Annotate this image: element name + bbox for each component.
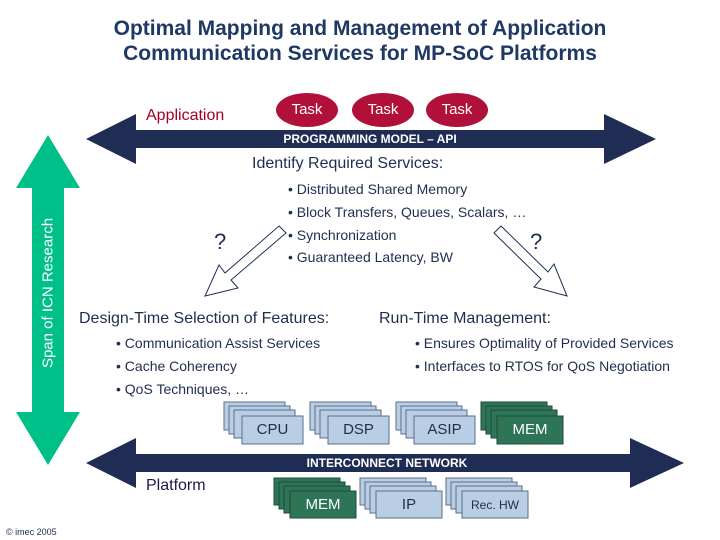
span-of-research-arrow [16,135,80,465]
programming-model-arrow [86,114,656,164]
mem-label-lower: MEM [305,496,341,513]
task-ellipse-3 [426,93,488,127]
asip-label: ASIP [427,421,462,438]
identify-bullet-1: • Distributed Shared Memory [288,181,468,197]
dsp-label: DSP [343,421,374,438]
asip-block-stack [395,401,476,445]
mem-block-stack-lower [273,477,357,519]
run-time-bullet-2: • Interfaces to RTOS for QoS Negotiation [415,358,670,374]
cpu-block-stack [223,401,304,445]
task-label-3: Task [441,101,473,118]
design-time-bullet-3: • QoS Techniques, … [116,381,250,397]
run-time-heading: Run-Time Management: [379,310,551,327]
design-time-heading: Design-Time Selection of Features: [79,310,330,327]
rec-hw-block-stack [445,477,529,519]
mem-label-upper: MEM [512,421,548,438]
platform-label: Platform [146,477,206,494]
question-mark-left: ? [214,229,227,254]
run-time-arrow [493,225,568,297]
rec-hw-label: Rec. HW [471,498,519,512]
copyright: © imec 2005 [6,527,57,537]
identify-bullet-3: • Synchronization [288,227,397,243]
design-time-bullet-1: • Communication Assist Services [116,335,321,351]
dsp-block-stack [309,401,390,445]
mem-block-stack-upper [480,401,564,445]
cpu-label: CPU [256,421,289,438]
application-label: Application [146,107,225,124]
interconnect-label: INTERCONNECT NETWORK [306,456,468,470]
task-label-2: Task [367,101,399,118]
ip-label: IP [401,496,417,513]
design-time-bullet-2: • Cache Coherency [116,358,237,374]
task-ellipse-1 [276,93,338,127]
ip-block-stack [359,477,443,519]
identify-bullet-4: • Guaranteed Latency, BW [288,249,453,265]
question-mark-right: ? [530,229,543,254]
identify-heading: Identify Required Services: [252,155,444,172]
title-line-1: Optimal Mapping and Management of Applic… [113,17,607,40]
interconnect-network-arrow [86,438,684,488]
title-line-2: Communication Services for MP-SoC Platfo… [123,42,597,65]
task-ellipse-2 [352,93,414,127]
span-label: Span of ICN Research [39,217,57,369]
programming-model-label: PROGRAMMING MODEL – API [283,132,457,146]
identify-bullet-2: • Block Transfers, Queues, Scalars, … [288,204,527,220]
task-label-1: Task [291,101,323,118]
design-time-arrow [204,225,287,297]
run-time-bullet-1: • Ensures Optimality of Provided Service… [415,335,674,351]
